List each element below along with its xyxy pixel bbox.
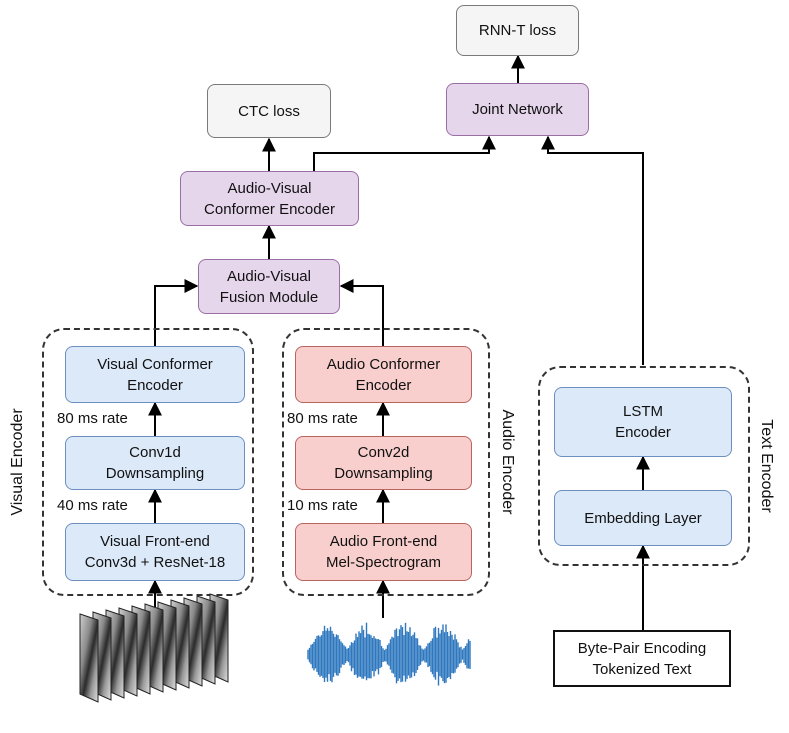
audio-frontend-line2: Mel-Spectrogram — [325, 554, 442, 571]
conv2d-line2: Downsampling — [334, 465, 433, 482]
av-conformer-encoder-box: Audio-Visual Conformer Encoder — [180, 171, 359, 226]
audio-conformer-line2: Encoder — [355, 376, 412, 394]
arrow-av-to-joint — [313, 135, 496, 171]
conv2d-line1: Conv2d — [357, 444, 410, 461]
visual-frontend-line1: Visual Front-end — [100, 533, 210, 550]
joint-network-box: Joint Network — [446, 83, 589, 136]
embedding-layer-box: Embedding Layer — [554, 490, 732, 546]
arrow-audio-to-fusion — [339, 279, 384, 346]
audio-rate-upper: 80 ms rate — [287, 410, 358, 427]
ctc-loss-box: CTC loss — [207, 84, 331, 138]
conv1d-line1: Conv1d — [129, 444, 181, 461]
fusion-line2: Fusion Module — [219, 288, 319, 306]
visual-conformer-line1: Visual Conformer — [97, 355, 213, 373]
av-encoder-line2: Conformer Encoder — [204, 200, 335, 218]
audio-rate-lower: 10 ms rate — [287, 497, 358, 514]
visual-conformer-line2: Encoder — [127, 376, 183, 394]
audio-conformer-encoder-box: Audio Conformer Encoder — [295, 346, 472, 403]
av-fusion-module-box: Audio-Visual Fusion Module — [198, 259, 340, 314]
audio-frontend-box: Audio Front-end Mel-Spectrogram — [295, 523, 472, 581]
lstm-line1: LSTM — [622, 403, 663, 420]
lstm-encoder-box: LSTM Encoder — [554, 387, 732, 457]
conv1d-downsampling-box: Conv1d Downsampling — [65, 436, 245, 490]
text-input-line1: Byte-Pair Encoding — [577, 639, 707, 657]
visual-frontend-box: Visual Front-end Conv3d + ResNet-18 — [65, 523, 245, 581]
arrow-visual-to-fusion — [154, 279, 199, 346]
visual-encoder-group — [42, 328, 254, 596]
text-input-line2: Tokenized Text — [592, 660, 692, 678]
lstm-line2: Encoder — [615, 424, 671, 441]
visual-rate-lower: 40 ms rate — [57, 497, 128, 514]
arrow-lstm-to-joint — [541, 135, 644, 365]
av-encoder-line1: Audio-Visual — [227, 179, 312, 197]
conv1d-line2: Downsampling — [105, 465, 205, 482]
audio-encoder-group — [282, 328, 490, 596]
embedding-label: Embedding Layer — [584, 509, 702, 527]
visual-rate-upper: 80 ms rate — [57, 410, 128, 427]
text-encoder-group — [538, 366, 750, 566]
rnnt-loss-box: RNN-T loss — [456, 5, 579, 56]
text-input-box: Byte-Pair Encoding Tokenized Text — [553, 630, 731, 687]
video-frame — [79, 613, 99, 703]
visual-frontend-line2: Conv3d + ResNet-18 — [84, 554, 226, 571]
rnnt-loss-label: RNN-T loss — [478, 22, 557, 39]
ctc-loss-label: CTC loss — [238, 102, 300, 120]
conv2d-downsampling-box: Conv2d Downsampling — [295, 436, 472, 490]
visual-conformer-encoder-box: Visual Conformer Encoder — [65, 346, 245, 403]
fusion-line1: Audio-Visual — [227, 267, 311, 285]
audio-frontend-line1: Audio Front-end — [329, 533, 438, 550]
joint-network-label: Joint Network — [472, 101, 563, 118]
audio-conformer-line1: Audio Conformer — [326, 355, 441, 373]
